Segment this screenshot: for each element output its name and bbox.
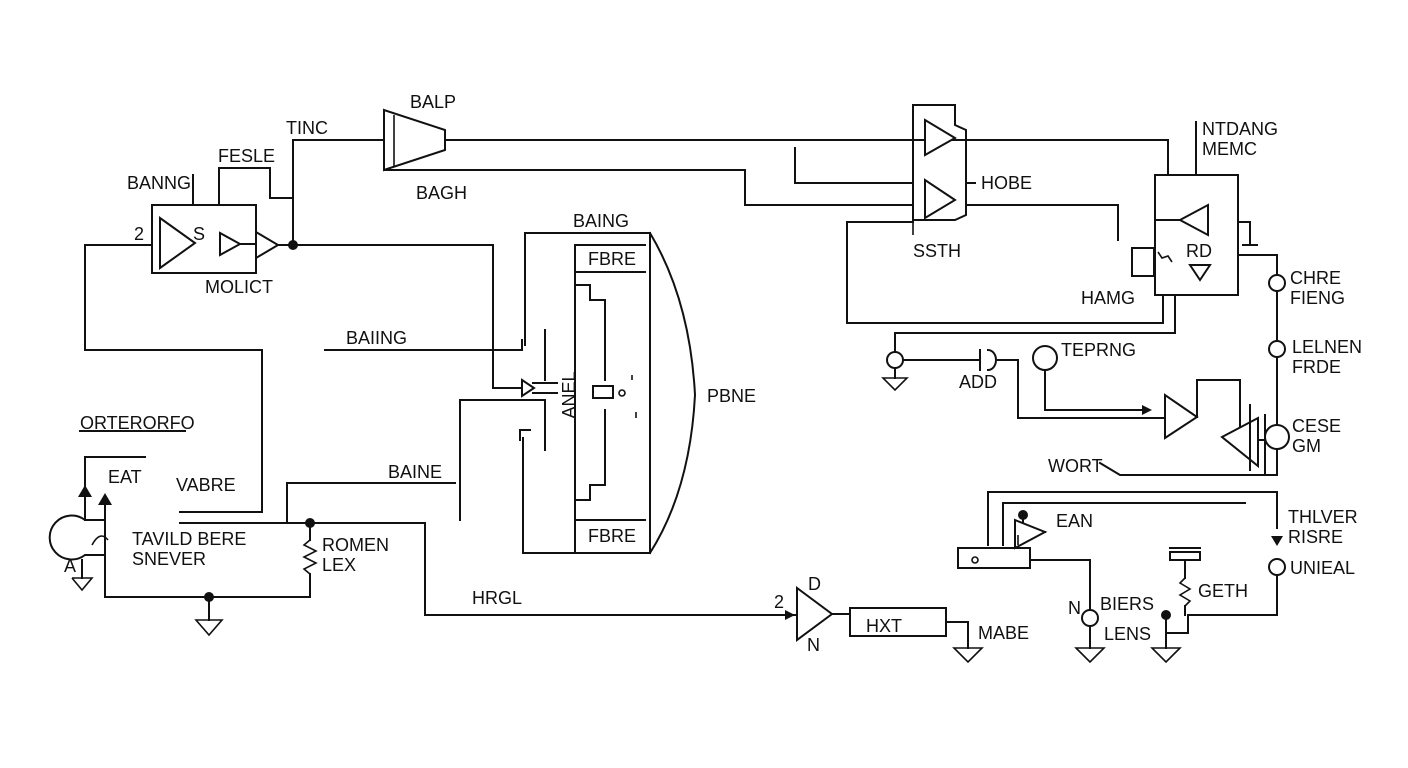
- label-ntdang: NTDANG: [1202, 119, 1278, 139]
- label-hxt: HXT: [866, 616, 902, 636]
- label-wort: WORT: [1048, 456, 1103, 476]
- output-amplifier: [785, 586, 984, 664]
- label-hrgl: HRGL: [472, 588, 522, 608]
- label-baiing: BAIING: [346, 328, 407, 348]
- label-lex: LEX: [322, 555, 356, 575]
- label-tinc: TINC: [286, 118, 328, 138]
- label-chre: CHRE: [1290, 268, 1341, 288]
- label-snever: SNEVER: [132, 549, 206, 569]
- label-thlver: THLVER: [1288, 507, 1358, 527]
- bottom-right-block: [957, 491, 1286, 664]
- label-lens: LENS: [1104, 624, 1151, 644]
- label-balp: BALP: [410, 92, 456, 112]
- label-two-amp: 2: [774, 592, 784, 612]
- label-ean: EAN: [1056, 511, 1093, 531]
- label-gm: GM: [1292, 436, 1321, 456]
- rd-block: [894, 121, 1278, 353]
- labels: BALP TINC FESLE BANNG BAGH 2 S MOLICT BA…: [64, 92, 1362, 655]
- label-vabre: VABRE: [176, 475, 236, 495]
- label-biers: BIERS: [1100, 594, 1154, 614]
- label-two-left: 2: [134, 224, 144, 244]
- label-hamg: HAMG: [1081, 288, 1135, 308]
- label-risre: RISRE: [1288, 527, 1343, 547]
- label-bagh: BAGH: [416, 183, 467, 203]
- label-n-amp: N: [807, 635, 820, 655]
- label-a: A: [64, 556, 76, 576]
- add-teprng-section: [881, 345, 1278, 476]
- label-hobe: HOBE: [981, 173, 1032, 193]
- label-cese: CESE: [1292, 416, 1341, 436]
- label-geth: GETH: [1198, 581, 1248, 601]
- label-baine: BAINE: [388, 462, 442, 482]
- label-romen: ROMEN: [322, 535, 389, 555]
- label-orterorfo: ORTERORFO: [80, 413, 195, 433]
- label-fbre-bottom: FBRE: [588, 526, 636, 546]
- label-memc: MEMC: [1202, 139, 1257, 159]
- center-block: [324, 231, 697, 555]
- label-fbre-top: FBRE: [588, 249, 636, 269]
- label-mabe: MABE: [978, 623, 1029, 643]
- buffer-symbol: [219, 231, 243, 257]
- label-banng: BANNG: [127, 173, 191, 193]
- label-baing-top: BAING: [573, 211, 629, 231]
- label-s: S: [193, 224, 205, 244]
- label-unieal: UNIEAL: [1290, 558, 1355, 578]
- label-frde: FRDE: [1292, 357, 1341, 377]
- right-chain: [1264, 274, 1290, 476]
- label-teprng: TEPRNG: [1061, 340, 1136, 360]
- amplifier-symbol: [159, 216, 197, 270]
- label-eat: EAT: [108, 467, 142, 487]
- label-fieng: FIENG: [1290, 288, 1345, 308]
- label-fesle: FESLE: [218, 146, 275, 166]
- label-molict: MOLICT: [205, 277, 273, 297]
- balp-block: [383, 108, 1169, 206]
- sensor-symbol: [48, 514, 106, 561]
- label-lelnen: LELNEN: [1292, 337, 1362, 357]
- sensor-block: [48, 430, 796, 637]
- buffer-symbol: [255, 230, 280, 260]
- ssth-block: [794, 104, 1164, 324]
- label-pbne: PBNE: [707, 386, 756, 406]
- label-rd: RD: [1186, 241, 1212, 261]
- label-d: D: [808, 574, 821, 594]
- label-add: ADD: [959, 372, 997, 392]
- label-tavild-bere: TAVILD BERE: [132, 529, 246, 549]
- label-ssth: SSTH: [913, 241, 961, 261]
- label-n-biers: N: [1068, 598, 1081, 618]
- label-anel: ANEL: [559, 371, 579, 418]
